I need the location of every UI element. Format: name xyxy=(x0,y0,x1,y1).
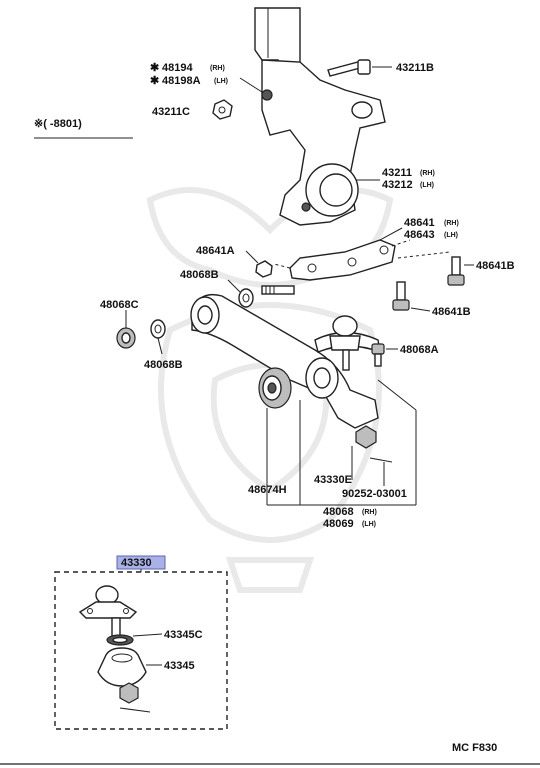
nut-48641a xyxy=(255,260,273,278)
washer-48068b-top xyxy=(238,288,254,308)
label-43330e: 43330E xyxy=(314,474,352,486)
leader-lines xyxy=(266,379,417,506)
nut-43211c xyxy=(212,99,233,120)
label-43211-rh: (RH) xyxy=(420,170,435,177)
label-43345: 43345 xyxy=(164,660,195,672)
castle-nut-43330e xyxy=(355,425,377,449)
label-48194: 48194 xyxy=(162,62,193,74)
label-43211b: 43211B xyxy=(396,62,434,74)
kit-cotter-pin xyxy=(119,707,151,713)
label-48643-lh: (LH) xyxy=(444,232,458,239)
star-48194: ✱ xyxy=(150,62,159,74)
boot-43345 xyxy=(97,647,147,687)
label-48069-lh: (LH) xyxy=(362,521,376,528)
footer-code: MC F830 xyxy=(452,742,497,754)
label-48641-rh: (RH) xyxy=(444,220,459,227)
bushing-48674h xyxy=(258,367,292,409)
strut-rod xyxy=(261,285,295,295)
bushing-48068c xyxy=(116,327,136,349)
note-applicability: ※( -8801) xyxy=(34,118,82,130)
bolt-48068a xyxy=(371,343,385,367)
label-48068-rh: (RH) xyxy=(362,509,377,516)
label-48198a-lh: (LH) xyxy=(214,78,228,85)
label-48641b-top: 48641B xyxy=(476,260,515,272)
bolt-43211b xyxy=(327,59,392,77)
label-48641b-mid: 48641B xyxy=(432,306,471,318)
label-43211: 43211 xyxy=(382,167,412,179)
bolt-48641b-mid xyxy=(392,281,410,311)
star-48198a: ✱ xyxy=(150,75,159,87)
label-43212-lh: (LH) xyxy=(420,182,434,189)
label-48068b-top: 48068B xyxy=(180,269,219,281)
bolt-48641b-top xyxy=(447,256,465,286)
ball-joint-43330 xyxy=(78,585,138,637)
label-48068c: 48068C xyxy=(100,299,139,311)
label-48198a: 48198A xyxy=(162,75,201,87)
label-90252: 90252-03001 xyxy=(342,488,407,500)
kit-castle-nut xyxy=(119,682,139,704)
label-48674h: 48674H xyxy=(248,484,287,496)
label-43212: 43212 xyxy=(382,179,413,191)
label-48641a: 48641A xyxy=(196,245,235,257)
steering-knuckle xyxy=(254,7,386,226)
label-43330: 43330 xyxy=(121,557,152,569)
washer-48068b-bot xyxy=(150,319,166,339)
cotter-pin-90252 xyxy=(369,457,393,463)
ball-joint-kit-box xyxy=(54,571,228,730)
label-48068b-bot: 48068B xyxy=(144,359,183,371)
label-43345c: 43345C xyxy=(164,629,203,641)
lower-control-arm xyxy=(190,293,381,429)
label-48069: 48069 xyxy=(323,518,354,530)
ball-joint-on-arm xyxy=(329,315,361,371)
label-48643: 48643 xyxy=(404,229,435,241)
label-48641: 48641 xyxy=(404,217,435,229)
strut-bracket-48641 xyxy=(273,239,451,281)
label-43211c: 43211C xyxy=(152,106,190,118)
ring-43345c xyxy=(106,634,134,646)
label-48068: 48068 xyxy=(323,506,354,518)
label-48068a: 48068A xyxy=(400,344,439,356)
label-48194-rh: (RH) xyxy=(210,65,225,72)
